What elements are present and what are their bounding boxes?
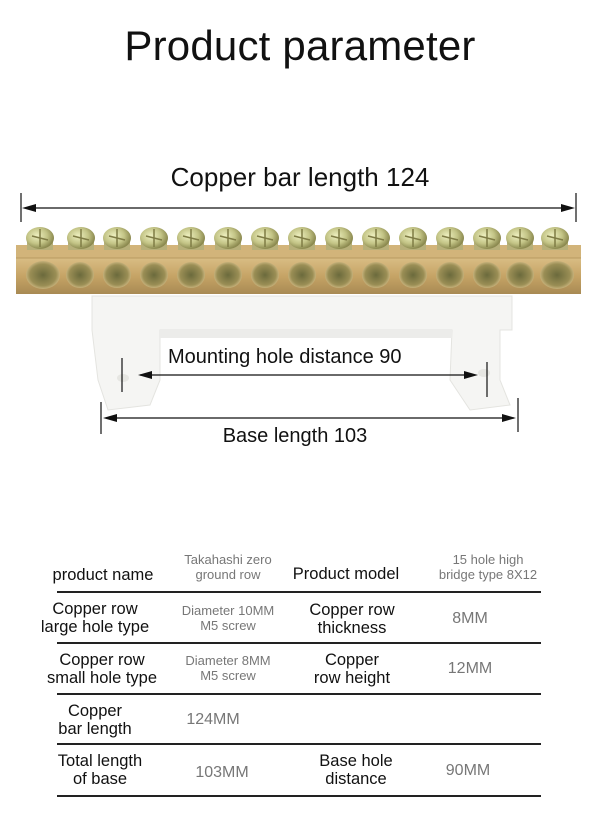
mounting-hole-distance-label: Mounting hole distance 90 xyxy=(168,346,402,368)
copper-bar-length-label: Copper bar length 124 xyxy=(170,162,430,192)
label-copper-row-thickness: Copper row thickness xyxy=(309,601,395,637)
label-small-hole-type: Copper row small hole type xyxy=(46,651,158,687)
label-copper-bar-length: Copper bar length xyxy=(58,702,132,738)
value-copper-row-thickness: 8MM xyxy=(452,610,488,627)
label-copper-row-height: Copper row height xyxy=(313,651,391,687)
value-total-length-of-base: 103MM xyxy=(195,764,249,781)
copper-bar-dimension xyxy=(20,193,577,222)
label-large-hole-type: Copper row large hole type xyxy=(40,600,150,636)
label-product-model: Product model xyxy=(292,565,400,583)
mounting-hole-dimension xyxy=(121,358,488,397)
value-base-hole-distance: 90MM xyxy=(445,762,491,779)
base-length-label: Base length 103 xyxy=(222,425,368,447)
value-product-model: 15 hole high bridge type 8X12 xyxy=(438,552,538,582)
screw-heads xyxy=(26,227,569,250)
label-total-length-of-base: Total length of base xyxy=(57,752,143,788)
table-divider xyxy=(57,743,541,745)
value-copper-bar-length: 124MM xyxy=(186,711,240,728)
base-length-dimension xyxy=(100,398,519,434)
value-product-name: Takahashi zero ground row xyxy=(184,552,272,582)
value-small-hole-type: Diameter 8MM M5 screw xyxy=(185,653,271,683)
product-diagram xyxy=(16,193,581,434)
table-divider xyxy=(57,795,541,797)
value-large-hole-type: Diameter 10MM M5 screw xyxy=(181,603,275,633)
bar-holes xyxy=(26,261,574,289)
page-title: Product parameter xyxy=(124,22,476,69)
table-divider xyxy=(57,642,541,644)
label-product-name: product name xyxy=(52,566,154,584)
value-copper-row-height: 12MM xyxy=(447,660,493,677)
table-divider xyxy=(57,591,541,593)
label-base-hole-distance: Base hole distance xyxy=(319,752,393,788)
table-divider xyxy=(57,693,541,695)
